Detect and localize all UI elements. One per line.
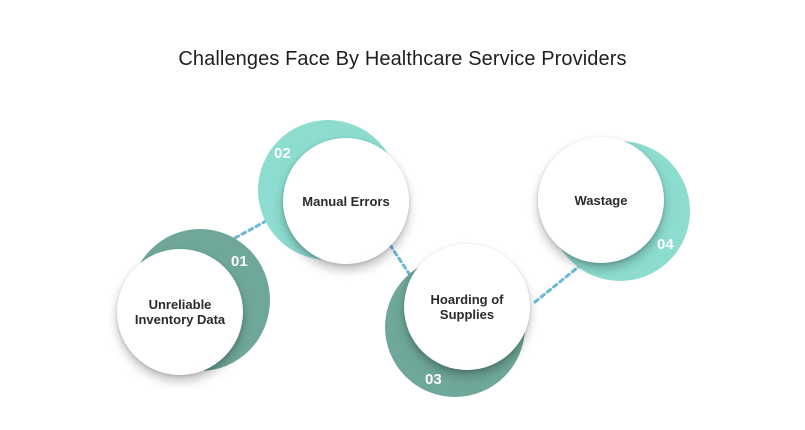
node-04-label: Wastage [574, 192, 628, 208]
node-03-circle: Hoarding of Supplies [404, 244, 530, 370]
node-01-label: Unreliable Inventory Data [134, 297, 226, 327]
node-03-label: Hoarding of Supplies [430, 292, 504, 322]
connector-01-02 [233, 218, 270, 240]
node-02-label: Manual Errors [302, 193, 390, 209]
node-04-circle: Wastage [538, 137, 664, 263]
connector-03-04 [533, 262, 584, 304]
node-02-number: 02 [274, 145, 291, 162]
node-04-number: 04 [657, 236, 674, 253]
node-03-number: 03 [425, 371, 442, 388]
node-02-circle: Manual Errors [283, 138, 409, 264]
node-01-circle: Unreliable Inventory Data [117, 249, 243, 375]
page-title: Challenges Face By Healthcare Service Pr… [178, 48, 627, 70]
connector-02-03 [388, 243, 412, 277]
node-01-number: 01 [231, 253, 248, 270]
